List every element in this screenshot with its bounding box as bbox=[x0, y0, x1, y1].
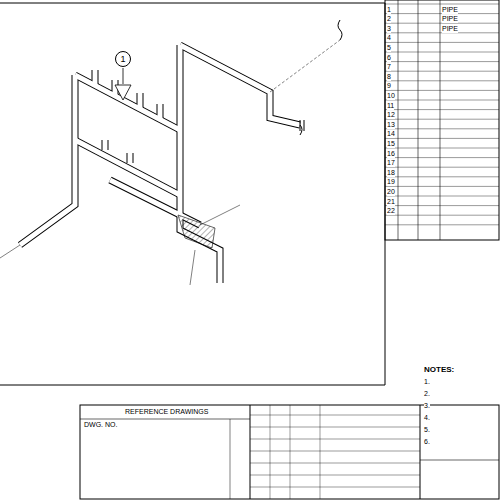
item-number: 18 bbox=[387, 169, 395, 177]
item-number: 6 bbox=[387, 54, 391, 62]
table-rule bbox=[385, 109, 499, 110]
item-number: 20 bbox=[387, 188, 395, 196]
item-number: 1 bbox=[387, 6, 391, 14]
table-rule bbox=[385, 119, 499, 120]
item-number: 9 bbox=[387, 82, 391, 90]
item-number: 12 bbox=[387, 111, 395, 119]
table-rule bbox=[250, 439, 420, 440]
item-number: 11 bbox=[387, 102, 394, 110]
note-number: 6. bbox=[424, 438, 430, 446]
item-number: 8 bbox=[387, 73, 391, 81]
table-rule bbox=[250, 487, 420, 488]
callout-number: 1 bbox=[120, 54, 125, 64]
note-number: 3. bbox=[424, 402, 430, 410]
item-number: 5 bbox=[387, 44, 391, 52]
table-rule bbox=[385, 128, 499, 129]
item-number: 16 bbox=[387, 150, 395, 158]
table-rule bbox=[385, 186, 499, 187]
item-number: 13 bbox=[387, 121, 395, 129]
table-rule bbox=[385, 138, 499, 139]
table-rule bbox=[385, 100, 499, 101]
title-text: NOTES: bbox=[424, 366, 454, 374]
item-description: PIPE bbox=[442, 15, 458, 23]
table-rule bbox=[385, 196, 499, 197]
title-text: DWG. NO. bbox=[84, 421, 117, 429]
title-text: REFERENCE DRAWINGS bbox=[125, 408, 208, 416]
item-number: 22 bbox=[387, 207, 395, 215]
table-rule bbox=[385, 205, 499, 206]
table-rule bbox=[385, 176, 499, 177]
table-rule bbox=[385, 215, 499, 216]
item-number: 17 bbox=[387, 159, 395, 167]
callout-bubble: 1 bbox=[115, 51, 131, 67]
table-rule bbox=[385, 71, 499, 72]
note-number: 2. bbox=[424, 390, 430, 398]
table-rule bbox=[385, 157, 499, 158]
note-number: 1. bbox=[424, 378, 430, 386]
item-number: 14 bbox=[387, 130, 395, 138]
table-rule bbox=[385, 148, 499, 149]
table-rule bbox=[385, 90, 499, 91]
note-number: 5. bbox=[424, 426, 430, 434]
table-rule bbox=[385, 61, 499, 62]
table-rule bbox=[270, 405, 271, 499]
table-rule bbox=[385, 80, 499, 81]
item-number: 10 bbox=[387, 92, 395, 100]
item-description: PIPE bbox=[442, 25, 458, 33]
item-number: 15 bbox=[387, 140, 395, 148]
table-rule bbox=[250, 451, 420, 452]
table-rule bbox=[385, 4, 499, 5]
item-number: 7 bbox=[387, 63, 391, 71]
table-rule bbox=[385, 42, 499, 43]
item-description: PIPE bbox=[442, 6, 458, 14]
table-rule bbox=[385, 224, 499, 225]
table-rule bbox=[385, 167, 499, 168]
item-number: 21 bbox=[387, 198, 395, 206]
table-rule bbox=[385, 52, 499, 53]
item-number: 4 bbox=[387, 34, 391, 42]
table-rule bbox=[250, 415, 420, 416]
note-number: 4. bbox=[424, 414, 430, 422]
table-rule bbox=[290, 405, 291, 499]
table-rule bbox=[250, 463, 420, 464]
table-rule bbox=[250, 427, 420, 428]
item-number: 2 bbox=[387, 15, 391, 23]
table-rule bbox=[320, 405, 321, 499]
item-number: 19 bbox=[387, 178, 395, 186]
table-rule bbox=[250, 475, 420, 476]
item-number: 3 bbox=[387, 25, 391, 33]
